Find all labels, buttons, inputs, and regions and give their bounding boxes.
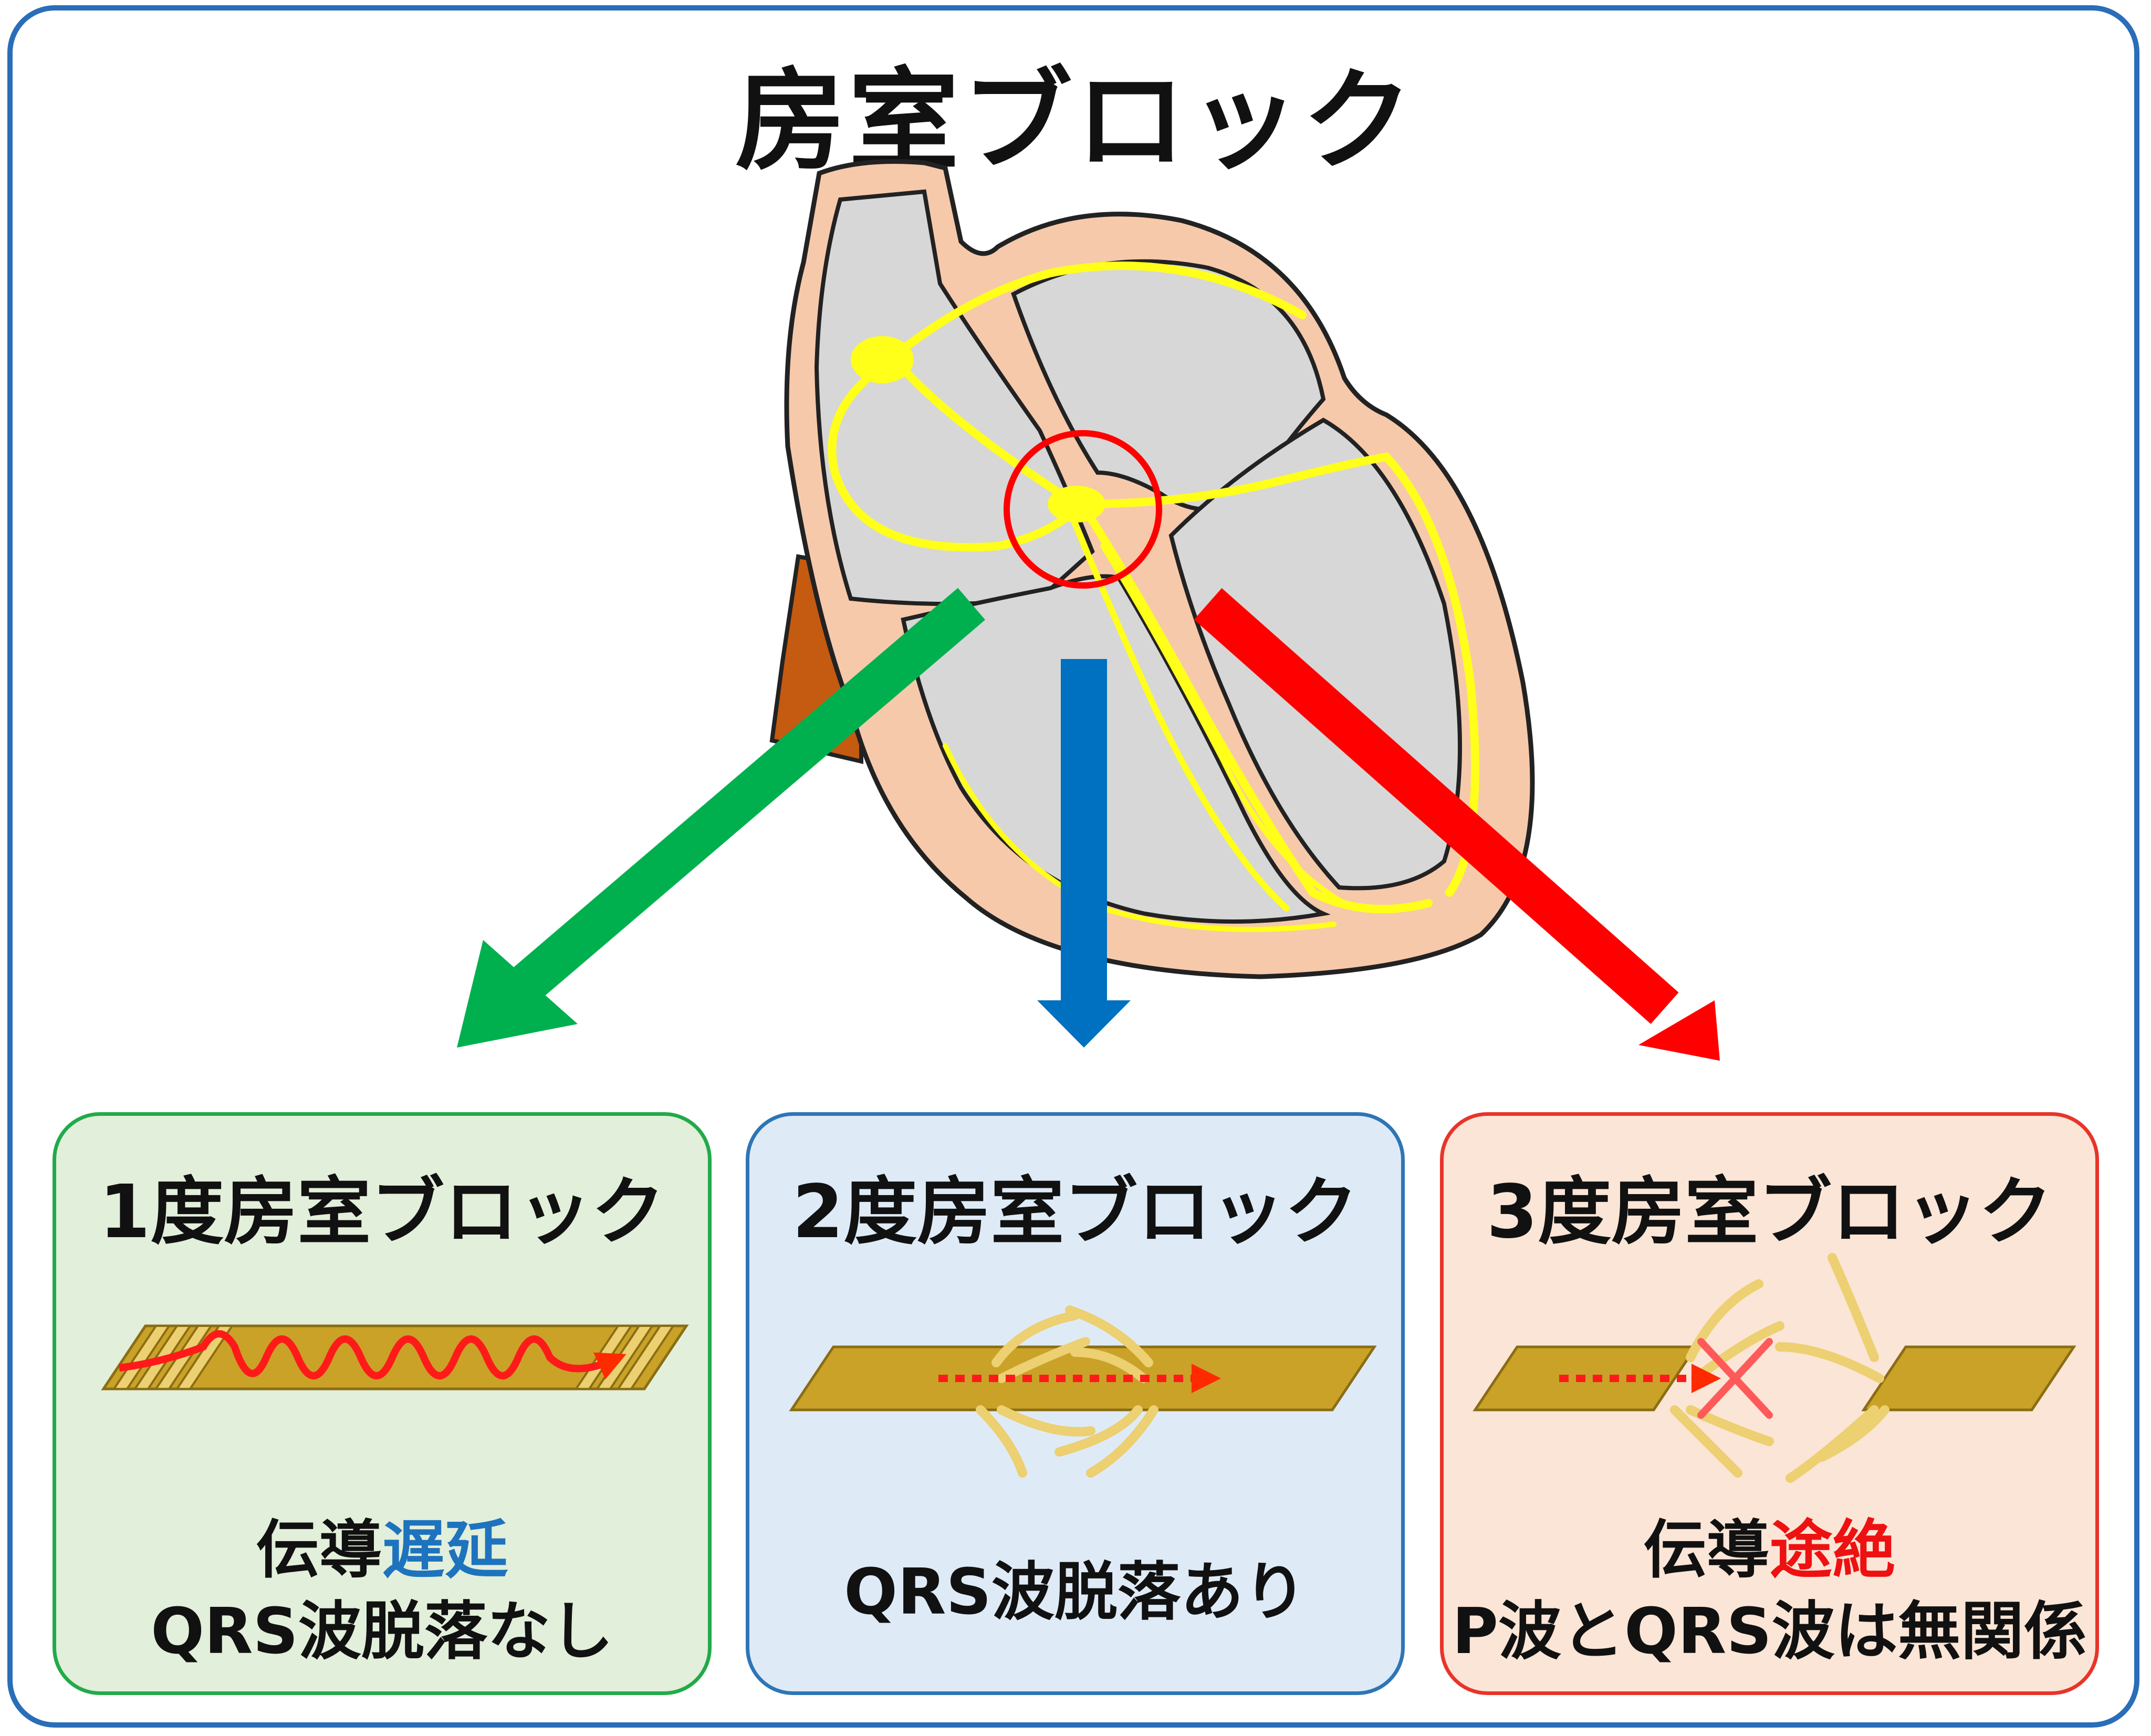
desc-line2: P波とQRS波は無関係	[1452, 1595, 2087, 1668]
panel-heading-first: 1度房室ブロック	[99, 1169, 665, 1255]
sa-node	[851, 336, 914, 383]
arrow-to-first-degree	[457, 588, 985, 1048]
delayed-wave-line	[119, 1330, 626, 1379]
arrow-to-third-degree	[1194, 588, 1720, 1061]
panel-first-degree: 1度房室ブロック 伝導遅延 QRS波脱落なし	[53, 1112, 712, 1695]
desc-line1: QRS波脱落あり	[844, 1556, 1307, 1629]
fiber-bundle-broken	[1473, 1253, 2076, 1483]
panel-desc-first: 伝導遅延 QRS波脱落なし	[56, 1510, 708, 1672]
desc-accent-block: 途絶	[1769, 1514, 1896, 1587]
av-node-highlight-circle	[1004, 430, 1162, 589]
panel-heading-second: 2度房室ブロック	[792, 1169, 1359, 1255]
panel-desc-second: QRS波脱落あり	[749, 1552, 1401, 1633]
desc-accent-delay: 遅延	[382, 1514, 508, 1587]
panel-second-degree: 2度房室ブロック QRS波脱落あり	[746, 1112, 1405, 1695]
panel-desc-third: 伝導途絶 P波とQRS波は無関係	[1444, 1510, 2095, 1672]
block-x-icon	[1697, 1338, 1773, 1419]
fiber-bundle-intact	[101, 1324, 689, 1390]
av-node	[1048, 486, 1105, 522]
arrow-to-second-degree	[1037, 659, 1131, 1048]
right-ventricle	[901, 574, 1331, 924]
desc-text: 伝導	[1643, 1514, 1770, 1587]
panel-third-degree: 3度房室ブロック 伝導途絶 P波とQRS波は無関係	[1440, 1112, 2099, 1695]
desc-line2: QRS波脱落なし	[151, 1595, 613, 1668]
fiber-bundle-frayed	[789, 1305, 1377, 1478]
atrium-chamber	[814, 189, 1095, 606]
panel-heading-third: 3度房室ブロック	[1486, 1169, 2053, 1255]
desc-text: 伝導	[256, 1514, 382, 1587]
